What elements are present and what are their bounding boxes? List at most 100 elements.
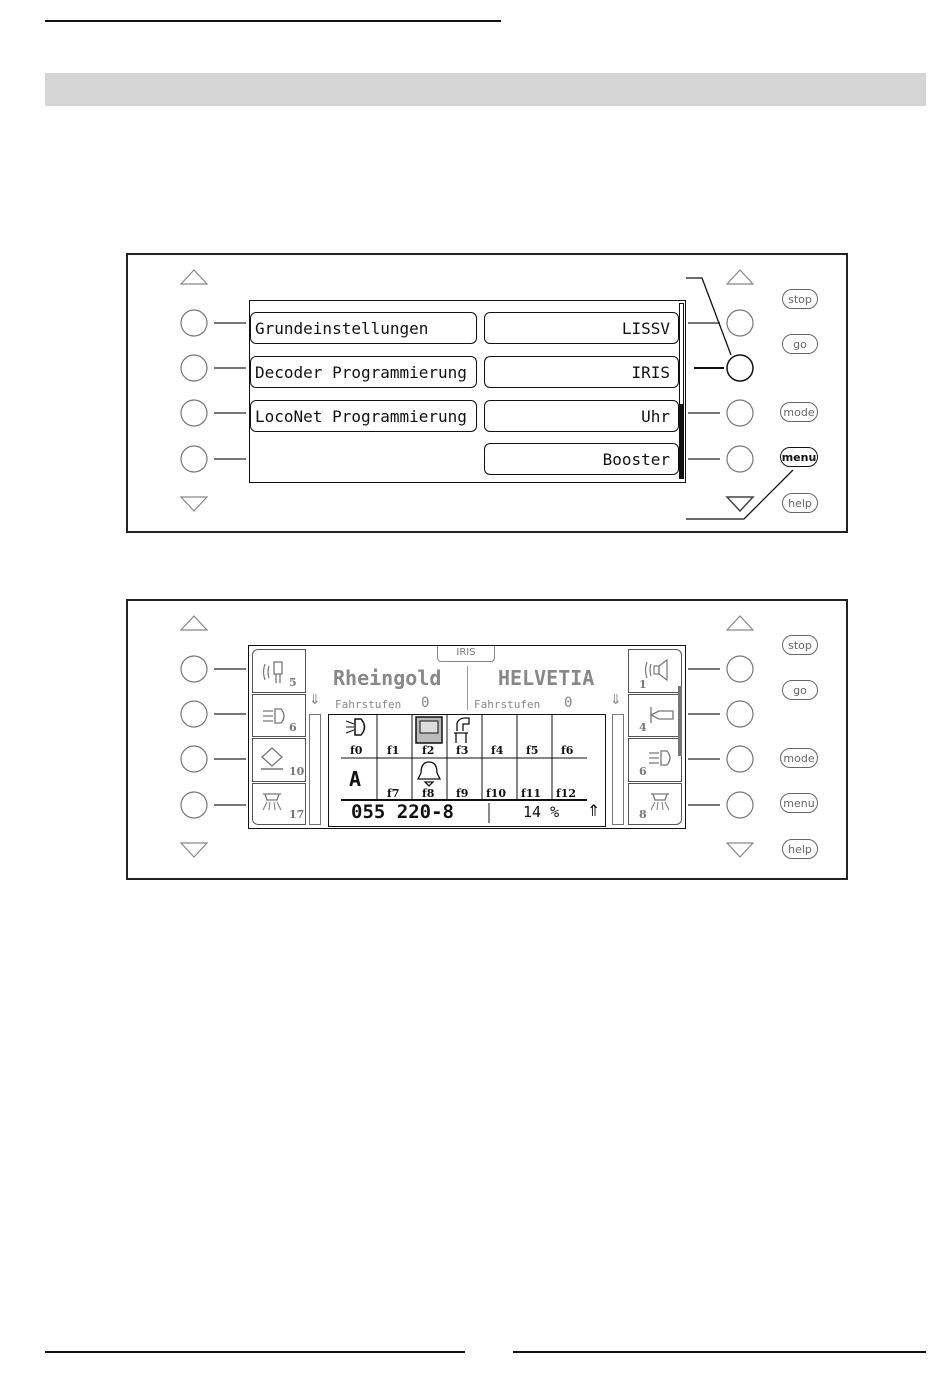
- menu-scrollbar-thumb[interactable]: [679, 404, 684, 479]
- right-loco-steps-value: 0: [564, 695, 572, 711]
- right-down-arrow-icon-2: [727, 843, 753, 857]
- menu-item-grundeinstellungen[interactable]: Grundeinstellungen: [250, 312, 477, 344]
- menu-item-loconet-programmierung[interactable]: LocoNet Programmierung: [250, 400, 477, 432]
- menu-item-lissv[interactable]: LISSV: [484, 312, 679, 344]
- left-softkey-1: [181, 310, 207, 336]
- mode-letter: A: [349, 767, 361, 791]
- menu-button-2[interactable]: menu: [780, 793, 818, 813]
- menu-item-booster[interactable]: Booster: [484, 443, 679, 475]
- right-softkey-1: [727, 310, 753, 336]
- header-divider: [467, 666, 468, 710]
- left-slot-2-number: 6: [289, 721, 297, 734]
- left-up-arrow-icon: [181, 270, 207, 284]
- headlight-icon-2: [647, 747, 677, 773]
- left-slot-4[interactable]: 17: [252, 783, 306, 825]
- loco-number: 055 220-8: [351, 801, 454, 823]
- left-softkey-3: [181, 400, 207, 426]
- right-speed-bar: [612, 714, 624, 825]
- iris-tab: IRIS: [437, 646, 495, 662]
- fn-f9[interactable]: f9: [456, 787, 468, 800]
- menu-button[interactable]: menu: [780, 447, 818, 467]
- left-slot-4-number: 17: [289, 808, 304, 821]
- fn-f3[interactable]: f3: [456, 744, 468, 757]
- bottom-rule-right: [513, 1351, 926, 1353]
- left-loco-name: Rheingold: [333, 666, 441, 690]
- sound-horn-icon: [261, 658, 291, 688]
- right-slot-scrollbar[interactable]: [678, 686, 682, 756]
- right-softkey-2-highlighted: [727, 355, 753, 381]
- right-slot-2-number: 4: [639, 721, 647, 734]
- left-slot-3[interactable]: 10: [252, 738, 306, 782]
- left-speed-bar: [309, 714, 321, 825]
- lcd-drive-screen: IRIS 5 6 10 17 1 4 6: [248, 645, 686, 829]
- right-slot-4[interactable]: 8: [628, 783, 682, 825]
- fn-f6[interactable]: f6: [561, 744, 573, 757]
- callout-line-menu: [686, 470, 793, 519]
- lcd-menu-screen: Grundeinstellungen Decoder Programmierun…: [249, 300, 686, 483]
- headlight-icon: [261, 705, 291, 731]
- fn-f8[interactable]: f8: [422, 787, 434, 800]
- right-slot-4-number: 8: [639, 808, 647, 821]
- f3-seat-icon: [454, 718, 469, 743]
- sound-speaker-icon: [643, 656, 673, 686]
- right-slot-3-number: 6: [639, 765, 647, 778]
- callout-line-iris: [686, 278, 731, 355]
- device-panel-menu: Grundeinstellungen Decoder Programmierun…: [126, 253, 848, 533]
- fn-f2[interactable]: f2: [422, 744, 434, 757]
- stop-button[interactable]: stop: [782, 289, 818, 309]
- fn-f0[interactable]: f0: [350, 744, 362, 757]
- right-softkey-3: [727, 400, 753, 426]
- right-up-arrow-icon: [727, 270, 753, 284]
- right-up-arrow-icon-2: [727, 616, 753, 630]
- mode-button-2[interactable]: mode: [780, 748, 818, 768]
- menu-item-iris[interactable]: IRIS: [484, 356, 679, 388]
- forward-arrow-icon: ⇑: [587, 801, 600, 820]
- cab-light-icon: [259, 788, 289, 818]
- help-button[interactable]: help: [782, 493, 818, 513]
- right-direction-arrow-icon: ⇓: [610, 692, 622, 708]
- fn-f11[interactable]: f11: [521, 787, 541, 800]
- right-slot-1-number: 1: [639, 678, 647, 691]
- go-button-2[interactable]: go: [782, 680, 818, 700]
- go-button[interactable]: go: [782, 334, 818, 354]
- left-slot-1[interactable]: 5: [252, 649, 306, 693]
- menu-item-uhr[interactable]: Uhr: [484, 400, 679, 432]
- f0-headlight-icon: [346, 719, 365, 735]
- help-button-2[interactable]: help: [782, 839, 818, 859]
- fn-f5[interactable]: f5: [526, 744, 538, 757]
- left-loco-steps-value: 0: [421, 695, 429, 711]
- left-down-arrow-icon-2: [181, 843, 207, 857]
- left-slot-2[interactable]: 6: [252, 694, 306, 737]
- fn-f4[interactable]: f4: [491, 744, 503, 757]
- right-slot-2[interactable]: 4: [628, 694, 682, 737]
- section-header-bar: [45, 73, 926, 106]
- right-slot-3[interactable]: 6: [628, 738, 682, 782]
- right-slot-1[interactable]: 1: [628, 649, 682, 693]
- f8-bell-icon: [418, 762, 440, 786]
- left-slot-3-number: 10: [289, 765, 304, 778]
- top-rule: [45, 20, 501, 22]
- fn-f7[interactable]: f7: [387, 787, 399, 800]
- left-loco-steps-label: Fahrstufen: [335, 698, 401, 711]
- cab-light-icon-2: [647, 788, 677, 818]
- left-direction-arrow-icon: ⇓: [309, 692, 321, 708]
- function-panel: f0 f1 f2 f3 f4 f5 f6 A f7 f8 f9 f10 f11 …: [328, 714, 606, 827]
- fn-f10[interactable]: f10: [486, 787, 506, 800]
- device-panel-drive: IRIS 5 6 10 17 1 4 6: [126, 599, 848, 880]
- menu-item-decoder-programmierung[interactable]: Decoder Programmierung: [250, 356, 477, 388]
- speed-value: 14 %: [523, 803, 559, 821]
- right-down-arrow-icon: [727, 497, 753, 511]
- right-softkey-4: [727, 446, 753, 472]
- whistle-icon: [647, 703, 679, 729]
- shunting-icon: [259, 745, 289, 775]
- fn-f12[interactable]: f12: [556, 787, 576, 800]
- right-loco-steps-label: Fahrstufen: [474, 698, 540, 711]
- left-softkey-2: [181, 355, 207, 381]
- bottom-rule-left: [45, 1351, 465, 1353]
- mode-button[interactable]: mode: [780, 402, 818, 422]
- left-slot-1-number: 5: [289, 676, 297, 689]
- left-down-arrow-icon: [181, 497, 207, 511]
- fn-f1[interactable]: f1: [387, 744, 399, 757]
- stop-button-2[interactable]: stop: [782, 635, 818, 655]
- right-loco-name: HELVETIA: [498, 666, 594, 690]
